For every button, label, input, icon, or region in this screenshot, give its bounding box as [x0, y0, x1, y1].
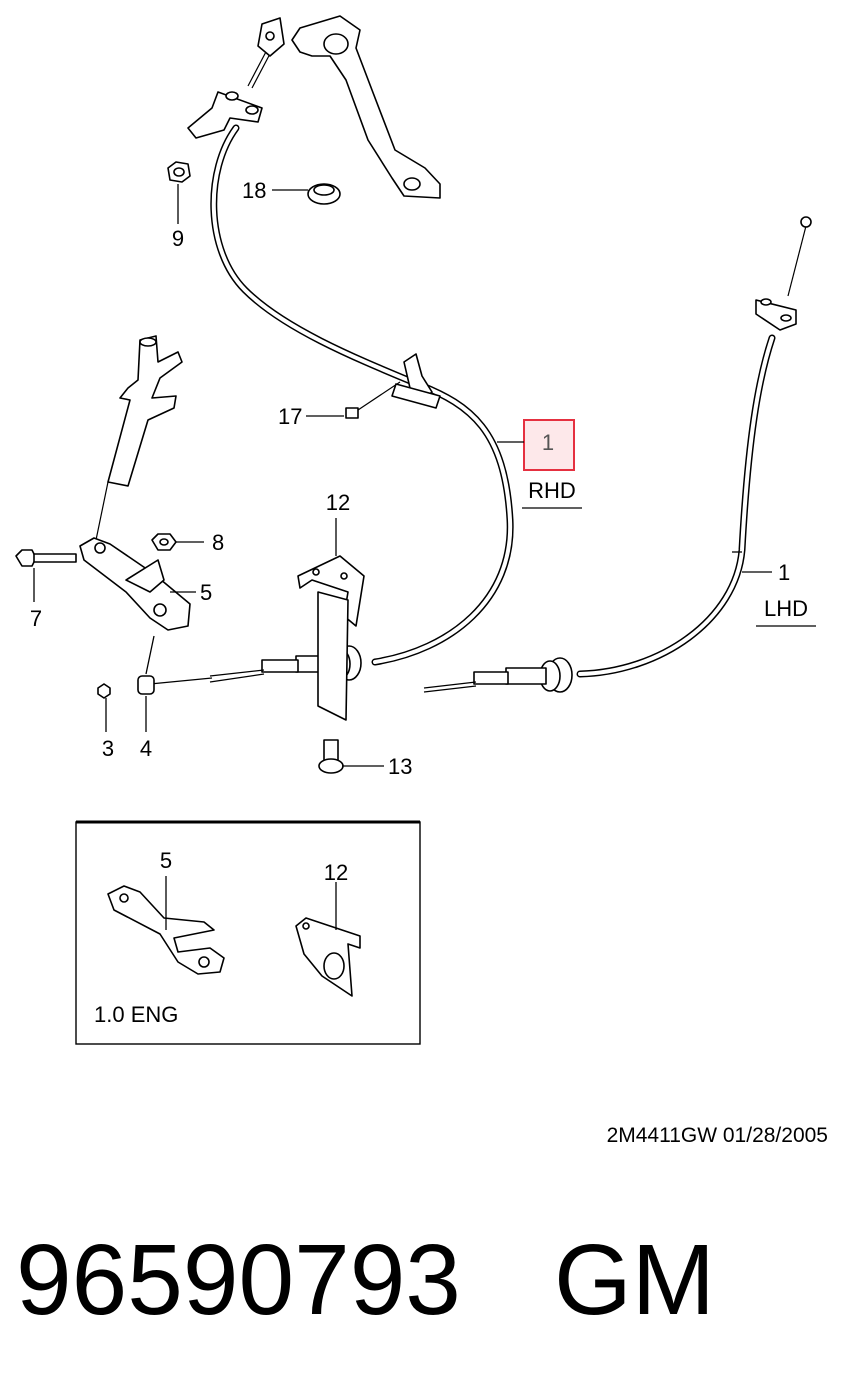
brand-label: GM — [554, 1224, 715, 1336]
callout-18: 18 — [242, 178, 266, 203]
lhd-clutch-cable — [423, 216, 812, 693]
part-8-nut — [151, 533, 204, 551]
callout-17: 17 — [278, 404, 302, 429]
part-9-nut — [167, 161, 191, 224]
highlight-box — [523, 419, 575, 471]
part-13-bolt — [318, 739, 384, 774]
callout-7: 7 — [30, 606, 42, 631]
rhd-label: RHD — [528, 478, 576, 503]
inset-1-0-eng: 5 12 1.0 ENG — [75, 820, 421, 1045]
callout-5: 5 — [200, 580, 212, 605]
part-4-adjuster — [137, 635, 155, 732]
callout-4: 4 — [140, 736, 152, 761]
callout-9: 9 — [172, 226, 184, 251]
part-18-grommet — [272, 183, 341, 205]
callout-1-lhd: 1 — [778, 560, 790, 585]
inset-callout-5: 5 — [160, 848, 172, 873]
lhd-label: LHD — [764, 596, 808, 621]
callout-1-rhd: 1 — [542, 430, 554, 455]
clutch-pedal-lever — [291, 15, 441, 199]
part-12-cable-bracket — [297, 518, 365, 721]
inset-caption: 1.0 ENG — [94, 1002, 178, 1027]
part-3-clip — [97, 683, 111, 732]
inset-part-12-bracket — [295, 882, 361, 997]
part-5-lever-bracket — [79, 537, 196, 631]
part-7-bolt — [15, 549, 77, 602]
part-17-cable-bracket — [306, 353, 441, 419]
inset-callout-12: 12 — [324, 860, 348, 885]
callout-12: 12 — [326, 490, 350, 515]
part-number: 96590793 — [16, 1224, 461, 1336]
rhd-cable-upper-fitting — [187, 17, 285, 139]
inset-part-5-bracket — [107, 876, 225, 975]
drawing-code-stamp: 2M4411GW 01/28/2005 — [607, 1124, 828, 1147]
callout-8: 8 — [212, 530, 224, 555]
callout-13: 13 — [388, 754, 412, 779]
release-fork-shaft — [95, 335, 183, 541]
callout-3: 3 — [102, 736, 114, 761]
